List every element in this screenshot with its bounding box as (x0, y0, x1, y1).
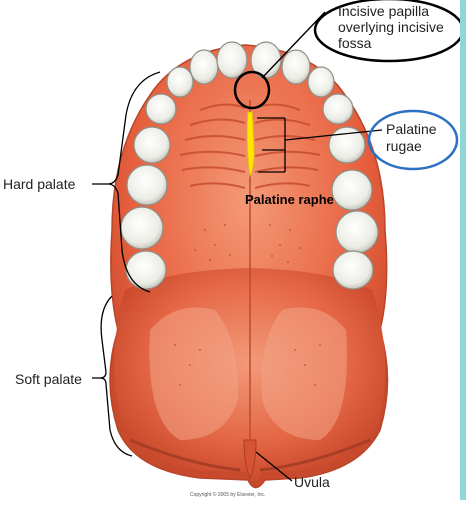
tooth (216, 41, 248, 79)
incisive-papilla-circle (233, 70, 271, 110)
tooth (133, 126, 171, 164)
label-hard-palate: Hard palate (3, 176, 76, 192)
copyright-note: Copyright © 2005 by Elsevier, Inc. (190, 492, 266, 498)
tissue-stipple (174, 224, 321, 386)
rugae-bracket (257, 117, 383, 173)
raphe-highlight (246, 111, 255, 178)
tooth (328, 126, 366, 164)
tooth (125, 250, 167, 290)
tooth (281, 49, 311, 85)
tooth (189, 49, 219, 85)
soft-palate-left-pouch (149, 307, 239, 440)
tooth (332, 250, 374, 290)
uvula-shape (243, 439, 257, 480)
label-palatine-raphe: Palatine raphe (245, 192, 334, 207)
soft-palate-right-pouch (261, 307, 347, 440)
teeth (120, 41, 379, 290)
tooth (307, 66, 335, 98)
incisive-leader (261, 11, 326, 79)
tooth (126, 164, 168, 206)
tooth (322, 93, 354, 125)
palatine-rugae-ridges (179, 103, 321, 189)
posterior-edge (129, 438, 371, 472)
label-soft-palate: Soft palate (15, 371, 82, 387)
label-uvula: Uvula (294, 474, 330, 490)
uvula-leader (255, 451, 293, 482)
label-incisive-papilla: Incisive papilla overlying incisive foss… (338, 3, 444, 51)
tooth (166, 66, 194, 98)
right-frame-border (460, 0, 466, 500)
tooth (331, 169, 373, 211)
rugae-label-oval (367, 109, 459, 171)
label-palatine-rugae: Palatine rugae (386, 121, 437, 154)
tooth (120, 206, 164, 250)
tooth (145, 93, 177, 125)
tooth (335, 210, 379, 254)
